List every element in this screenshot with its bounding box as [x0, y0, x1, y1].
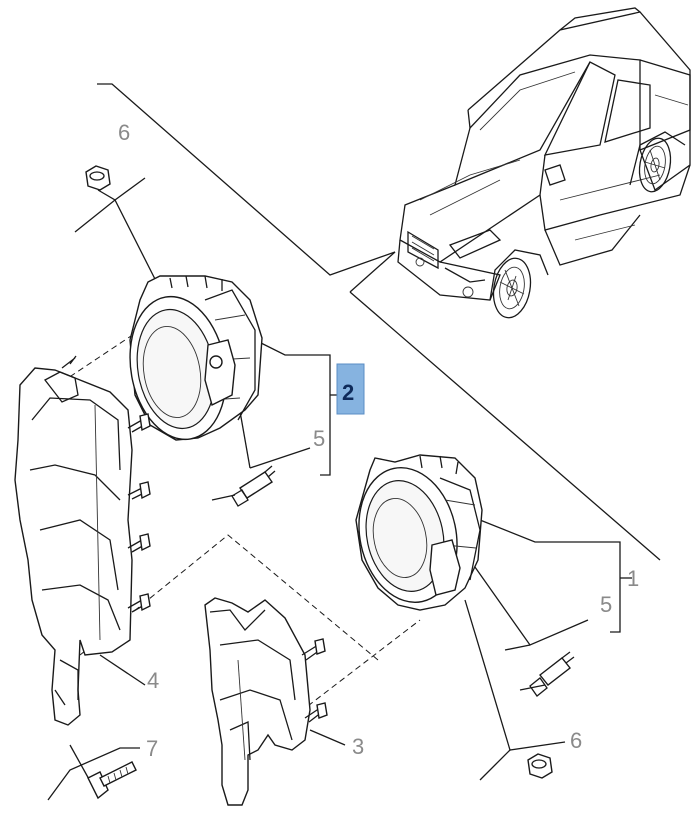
nut-upper[interactable]	[85, 165, 111, 191]
callout-6-upper[interactable]: 6	[118, 120, 130, 145]
callout-1[interactable]: 1	[627, 566, 639, 591]
callout-7[interactable]: 7	[146, 736, 158, 761]
callout-2-highlight	[336, 363, 365, 415]
fog-lamp-right[interactable]	[347, 454, 483, 611]
bracket-right[interactable]	[204, 597, 328, 806]
bulb-lower[interactable]	[529, 651, 575, 697]
callout-3[interactable]: 3	[352, 734, 364, 759]
callout-6-lower[interactable]: 6	[570, 728, 582, 753]
screw[interactable]	[87, 761, 137, 800]
fog-lamp-left[interactable]	[119, 275, 263, 447]
bulb-upper[interactable]	[231, 465, 276, 507]
vehicle-illustration	[397, 7, 691, 319]
callout-2[interactable]: 2	[342, 380, 354, 405]
callout-4[interactable]: 4	[147, 668, 159, 693]
bracket-left[interactable]	[14, 355, 151, 726]
callout-labels: 6 2 5 1 5 4 3 6 7	[118, 120, 639, 761]
callout-5-lower[interactable]: 5	[600, 592, 612, 617]
nut-lower[interactable]	[527, 753, 553, 779]
callout-5-upper[interactable]: 5	[313, 426, 325, 451]
